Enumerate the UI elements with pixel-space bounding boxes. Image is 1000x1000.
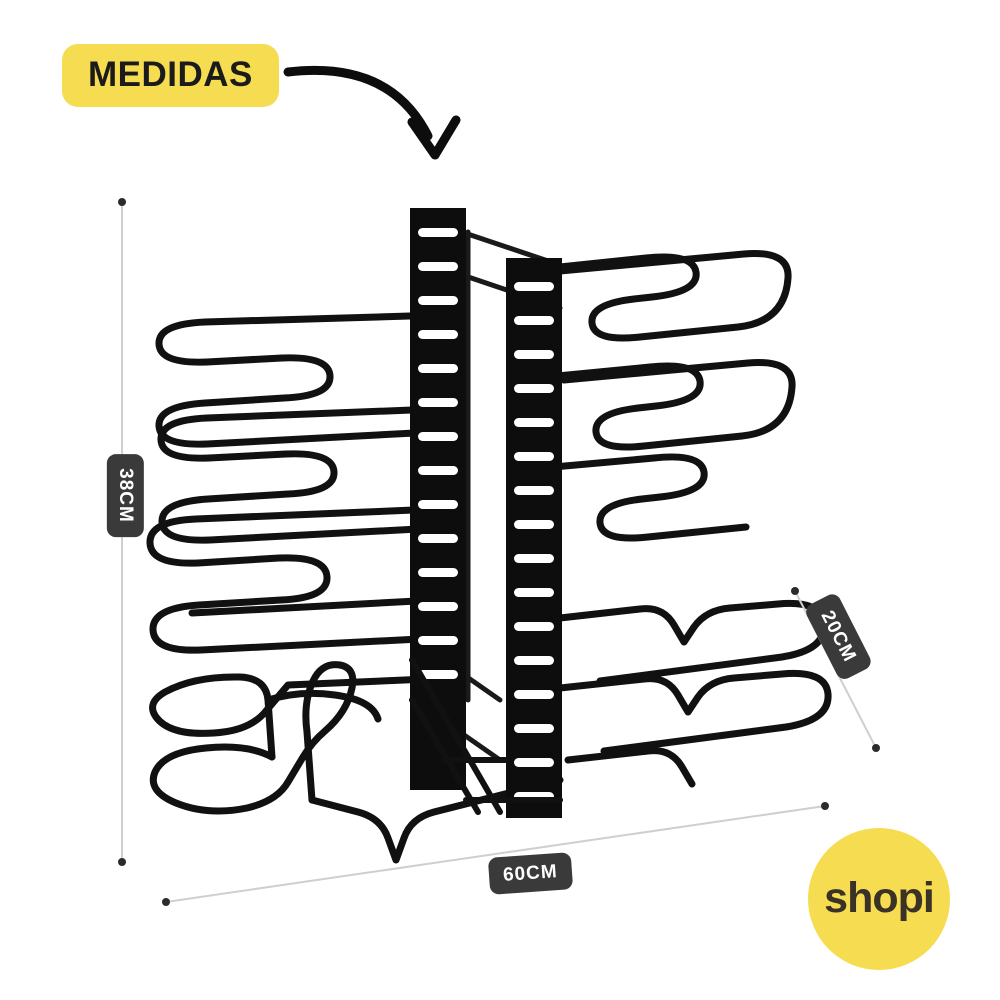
left-lid-holder-loops	[149, 661, 564, 864]
shopi-logo: shopi	[808, 828, 950, 970]
slotted-panel-front	[506, 258, 562, 818]
dimension-line-width	[162, 802, 829, 906]
right-wire-shelves	[508, 250, 796, 542]
curved-arrow-icon	[283, 65, 461, 160]
left-wire-shelves	[146, 312, 424, 654]
product-pot-rack	[146, 208, 832, 864]
slotted-panel-back	[410, 208, 466, 790]
shopi-logo-text: shopi	[824, 873, 935, 922]
dimension-label-height: 38CM	[106, 454, 144, 537]
dimension-label-width: 60CM	[487, 852, 573, 895]
medidas-badge: MEDIDAS	[62, 44, 279, 107]
base-frame	[409, 657, 563, 815]
